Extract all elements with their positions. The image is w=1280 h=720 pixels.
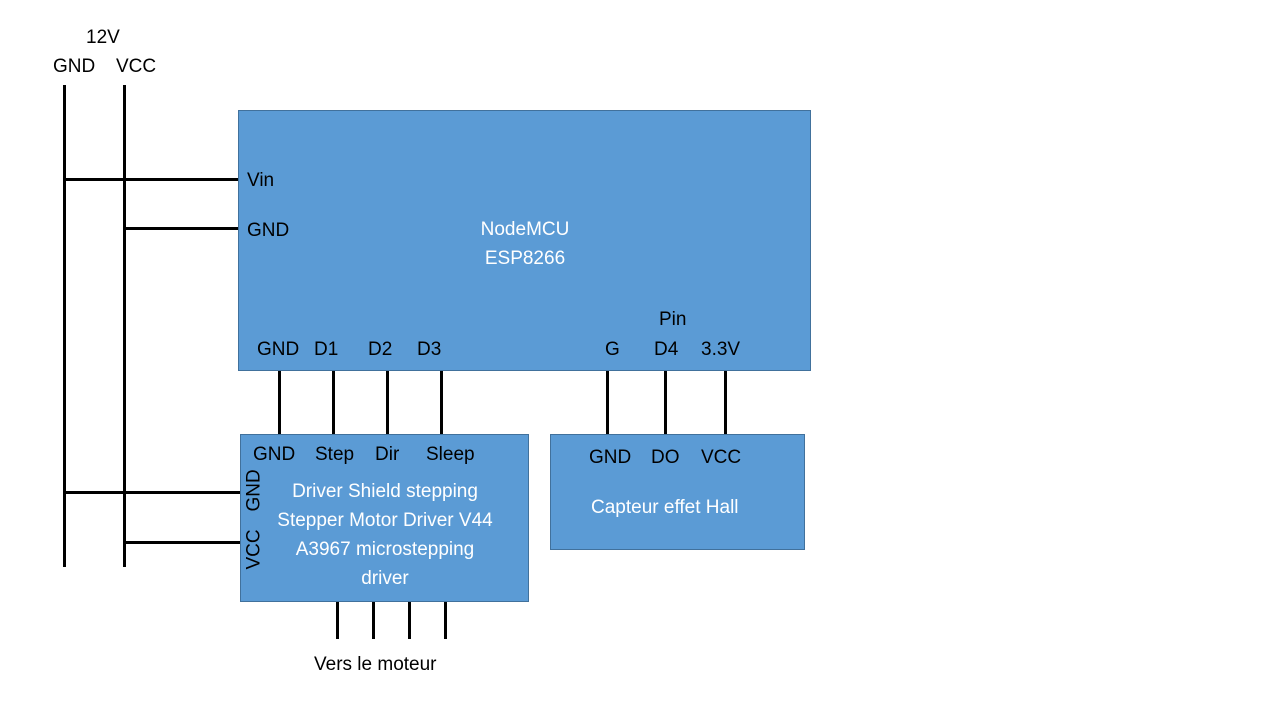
gnd-rail [63,85,66,567]
nodemcu-title-line2: ESP8266 [484,248,566,269]
power-vcc-label: VCC [116,56,157,77]
wire-d2-to-dir [386,371,389,435]
sensor-pin-do: DO [651,447,680,468]
nodemcu-pin-3v3: 3.3V [701,339,741,360]
sensor-title: Capteur effet Hall [591,497,739,518]
hall-sensor-board [550,434,805,550]
motor-wire-3 [408,602,411,639]
power-voltage-label: 12V [86,27,120,48]
nodemcu-pin-d1: D1 [314,339,339,360]
nodemcu-pin-d3: D3 [417,339,442,360]
nodemcu-board [238,110,811,371]
nodemcu-pin-d2: D2 [368,339,393,360]
wire-vcc-rail-to-gnd [126,227,238,230]
motor-wire-2 [372,602,375,639]
wire-gnd-rail-to-driver-gnd [66,491,240,494]
wire-d4-to-sensor-do [664,371,667,435]
driver-title-line4: driver [361,568,409,589]
power-gnd-label: GND [53,56,96,77]
driver-title-line3: A3967 microstepping [295,539,475,560]
driver-pin-step: Step [315,444,355,465]
nodemcu-title-line1: NodeMCU [480,219,570,240]
nodemcu-pin-g: G [605,339,620,360]
nodemcu-pin-gnd-left: GND [247,220,290,241]
wire-d1-to-step [332,371,335,435]
wire-gnd-rail-to-vin [66,178,238,181]
nodemcu-pin-d4: D4 [654,339,679,360]
wire-gnd-to-driver-gnd [278,371,281,435]
wire-vcc-rail-to-driver-vcc [126,541,240,544]
driver-title-line1: Driver Shield stepping [292,481,478,502]
motor-wire-1 [336,602,339,639]
nodemcu-pin-gnd-bottom: GND [257,339,300,360]
nodemcu-title: NodeMCU ESP8266 [420,215,630,273]
sensor-pin-gnd: GND [589,447,632,468]
driver-title-line2: Stepper Motor Driver V44 [277,510,493,531]
wire-d3-to-sleep [440,371,443,435]
nodemcu-pin-vin: Vin [247,170,275,191]
driver-title: Driver Shield stepping Stepper Motor Dri… [250,477,520,593]
wire-g-to-sensor-gnd [606,371,609,435]
driver-pin-gnd: GND [253,444,296,465]
driver-pin-dir: Dir [375,444,400,465]
motor-wire-4 [444,602,447,639]
driver-pin-sleep: Sleep [426,444,475,465]
sensor-pin-vcc: VCC [701,447,742,468]
motor-label: Vers le moteur [314,654,437,675]
wire-3v3-to-sensor-vcc [724,371,727,435]
stepper-driver-board [240,434,529,602]
nodemcu-pin-header-label: Pin [659,309,687,330]
vcc-rail [123,85,126,567]
